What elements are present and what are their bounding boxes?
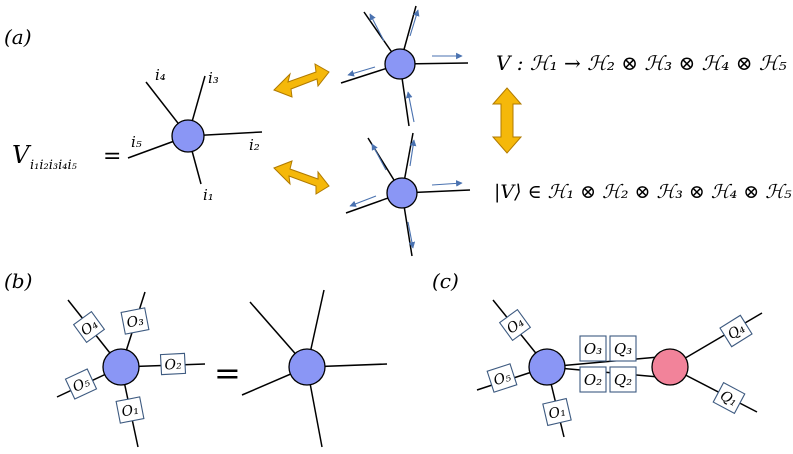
operator-label-q4: Q₄ xyxy=(725,320,748,343)
operator-label-o2: O₂ xyxy=(584,371,602,389)
map-equation: V : ℋ₁ → ℋ₂ ⊗ ℋ₃ ⊗ ℋ₄ ⊗ ℋ₅ xyxy=(496,51,787,75)
index-label-i2: i₂ xyxy=(249,136,260,154)
operator-label-q1: Q₁ xyxy=(717,388,740,410)
two-tensor-network: O₄ O₅ O₁ O₃ Q₃ O₂ Q₂ Q₄ xyxy=(476,299,763,438)
double-arrow-lower xyxy=(273,160,330,195)
operator-box-o1: O₁ xyxy=(542,397,572,427)
out-arrow-icon xyxy=(407,221,416,249)
bond-lower xyxy=(546,366,671,379)
index-label-i3: i₃ xyxy=(208,69,219,87)
out-arrow-icon xyxy=(347,66,376,77)
tensor-node-indexed: i₄ i₃ i₂ i₁ i₅ xyxy=(127,66,263,204)
tensor-node-map xyxy=(340,5,469,127)
operator-box-q1: Q₁ xyxy=(712,381,746,415)
operator-box-o4: O₄ xyxy=(498,308,532,342)
tensor-node xyxy=(386,177,418,209)
tensor-node xyxy=(102,348,140,386)
index-label-i1: i₁ xyxy=(203,186,214,204)
tensor-node-state xyxy=(345,132,471,257)
lhs-tensor-symbol: V xyxy=(12,141,32,169)
tensor-node-blue xyxy=(528,348,566,386)
out-arrow-icon xyxy=(409,139,417,167)
state-equation: |V⟩ ∈ ℋ₁ ⊗ ℋ₂ ⊗ ℋ₃ ⊗ ℋ₄ ⊗ ℋ₅ xyxy=(494,181,792,203)
panel-a-lhs-equation: V i₁i₂i₃i₄i₅ = xyxy=(12,141,121,173)
transformed-tensor xyxy=(241,289,388,448)
operator-box-o5: O₅ xyxy=(64,368,98,400)
operator-label-o5: O₅ xyxy=(492,369,514,390)
equals-sign: = xyxy=(214,354,241,392)
tensor-node xyxy=(171,119,205,153)
tensor-node xyxy=(288,348,326,386)
operator-box-o3: O₃ xyxy=(120,307,150,335)
operator-box-q4: Q₄ xyxy=(719,314,753,348)
operator-box-o2: O₂ xyxy=(579,366,607,393)
operator-label-o1: O₁ xyxy=(547,403,567,422)
panel-label-c: (c) xyxy=(432,269,459,293)
operator-label-q3: Q₃ xyxy=(614,340,632,358)
operator-box-o5: O₅ xyxy=(486,363,518,393)
out-arrow-icon xyxy=(369,13,385,42)
operator-label-o3: O₃ xyxy=(584,340,602,358)
panel-label-a: (a) xyxy=(4,25,32,49)
out-arrow-icon xyxy=(349,195,377,207)
in-arrow-icon xyxy=(405,91,415,123)
out-arrow-icon xyxy=(431,180,463,187)
lhs-equals-sign: = xyxy=(103,144,121,169)
operator-box-o1: O₁ xyxy=(115,396,145,424)
index-label-i4: i₄ xyxy=(155,66,166,84)
operator-box-o3: O₃ xyxy=(579,335,607,362)
tensor-with-operators: O₄ O₃ O₂ O₅ O₁ xyxy=(56,291,206,448)
out-arrow-icon xyxy=(409,9,420,37)
operator-box-q2: Q₂ xyxy=(609,366,637,393)
panel-label-b: (b) xyxy=(4,269,32,293)
tensor-node-red xyxy=(651,348,689,386)
operator-box-o2: O₂ xyxy=(159,352,187,376)
operator-label-q2: Q₂ xyxy=(614,371,632,389)
out-arrow-icon xyxy=(371,143,387,171)
double-arrow-vertical xyxy=(491,87,523,154)
operator-label-o5: O₅ xyxy=(70,374,93,396)
bond-upper xyxy=(546,355,671,368)
lhs-tensor-indices: i₁i₂i₃i₄i₅ xyxy=(30,158,78,173)
double-arrow-upper xyxy=(273,63,330,98)
operator-label-o3: O₃ xyxy=(125,312,145,331)
tensor-node xyxy=(384,48,416,80)
index-label-i5: i₅ xyxy=(131,133,142,151)
operator-box-o4: O₄ xyxy=(72,310,106,344)
operator-label-o1: O₁ xyxy=(120,401,140,420)
operator-label-o2: O₂ xyxy=(164,357,182,374)
operator-box-q3: Q₃ xyxy=(609,335,637,362)
